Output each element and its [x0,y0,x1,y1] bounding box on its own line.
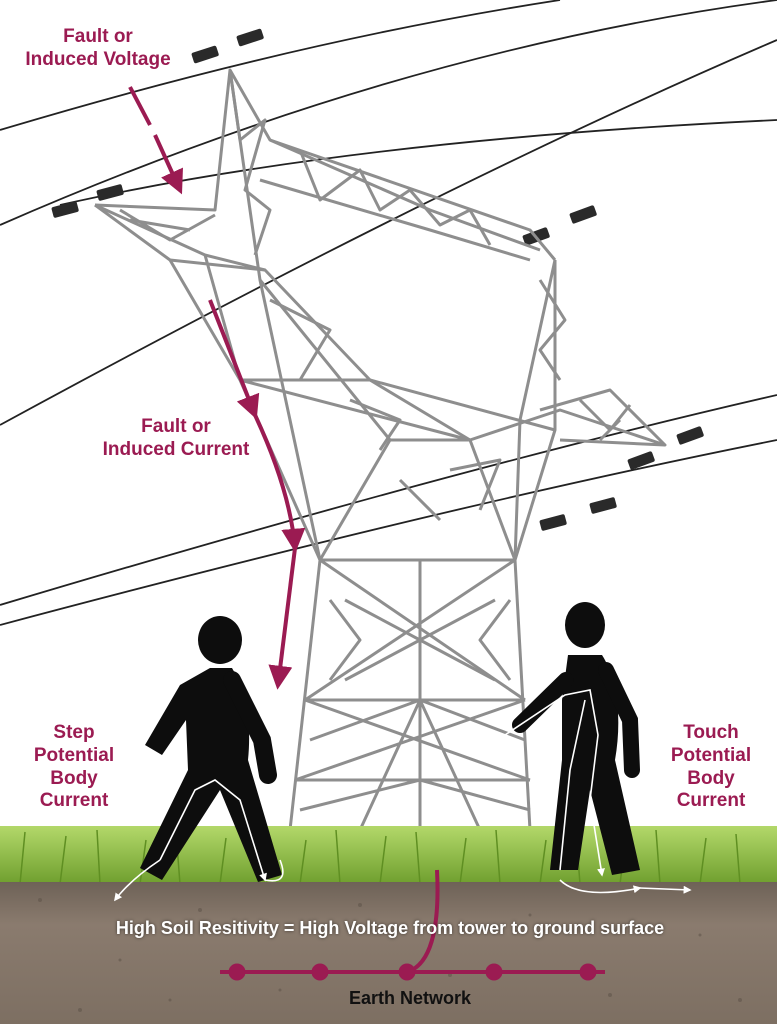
grass-band [0,826,777,884]
touch-current-path [504,689,692,894]
earth-network-label: Earth Network [348,988,472,1008]
touch-potential-label: Touch Potential Body Current [670,722,752,812]
insulator-icon [51,28,704,531]
power-lines [0,0,777,626]
transmission-tower-icon [94,68,667,831]
earth-network [220,869,605,981]
fault-voltage-label: Fault or Induced Voltage [25,26,171,70]
step-potential-label: Step Potential Body Current [33,722,115,812]
step-current-path [114,779,284,902]
soil-texture [38,898,742,1012]
soil [0,882,777,1024]
fault-current-label: Fault or Induced Current [102,416,250,460]
soil-resistivity-caption: High Soil Resitivity = High Voltage from… [115,918,665,938]
arrow-icon [128,86,306,690]
